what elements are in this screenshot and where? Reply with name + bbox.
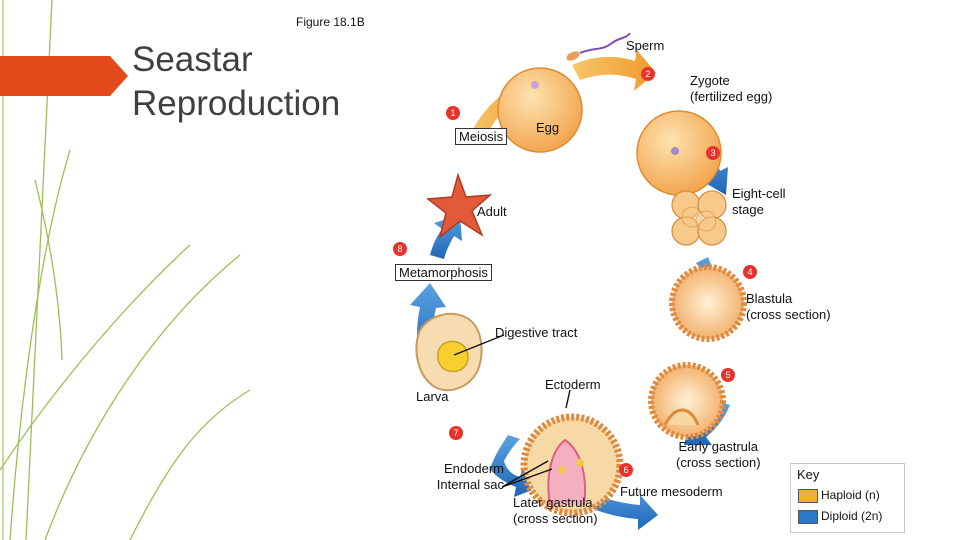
future-mesoderm-label: Future mesoderm [620,484,723,499]
early-gastrula-label-line2: (cross section) [676,455,761,470]
zygote-label: Zygote (fertilized egg) [690,73,772,105]
egg-label: Egg [536,120,560,135]
step-badge-5: 5 [721,368,735,382]
ectoderm-label: Ectoderm [545,377,601,392]
later-gastrula-label-line2: (cross section) [513,511,598,526]
digestive-tract-label: Digestive tract [495,325,578,340]
slide-title-line2: Reproduction [132,84,341,123]
haploid-swatch [798,489,818,503]
blastula-label-line1: Blastula [746,291,793,306]
key-title: Key [797,467,820,482]
figure-label: Figure 18.1B [296,15,365,29]
sperm-label: Sperm [626,38,665,53]
haploid-label: Haploid (n) [821,488,880,502]
egg-illustration [497,67,583,153]
step-badge-3: 3 [706,146,720,160]
endoderm-label: Endoderm Internal sac [426,461,504,493]
later-gastrula-label: Later gastrula (cross section) [513,495,598,527]
early-gastrula-label-line1: Early gastrula [678,439,758,454]
eight-cell-illustration [671,190,727,246]
early-gastrula-label: Early gastrula (cross section) [676,439,761,471]
eight-cell-label-line2: stage [732,202,764,217]
step-badge-8: 8 [393,242,407,256]
eight-cell-label-line1: Eight-cell [732,186,786,201]
step-badge-4: 4 [743,265,757,279]
endoderm-label-line1: Endoderm [444,461,504,476]
adult-seastar-illustration [426,172,493,239]
diploid-label: Diploid (2n) [821,509,883,523]
eight-cell-label: Eight-cell stage [732,186,785,218]
step-badge-6: 6 [619,463,633,477]
step-badge-7: 7 [449,426,463,440]
larva-label: Larva [416,389,449,404]
blastula-label: Blastula (cross section) [746,291,831,323]
early-gastrula-illustration [648,362,726,440]
internal-sac-label: Internal sac [436,477,504,492]
figure-panel [390,25,906,540]
accent-bar [0,56,128,96]
meiosis-label: Meiosis [455,128,508,145]
metamorphosis-label: Metamorphosis [395,264,492,281]
adult-label: Adult [477,204,507,219]
later-gastrula-label-line1: Later gastrula [513,495,593,510]
zygote-label-line1: Zygote [690,73,730,88]
sperm-illustration [566,32,631,61]
slide-title-line1: Seastar [132,40,253,79]
slide-title: Seastar Reproduction [132,38,340,126]
larva-illustration [415,312,483,392]
zygote-label-line2: (fertilized egg) [690,89,773,104]
step-badge-2: 2 [641,67,655,81]
step-badge-1: 1 [446,106,460,120]
key-legend: Key Haploid (n) Diploid (2n) [790,463,905,533]
blastula-label-line2: (cross section) [746,307,831,322]
life-cycle-diagram [410,32,747,530]
blastula-illustration [669,264,747,342]
diploid-swatch [798,510,818,524]
